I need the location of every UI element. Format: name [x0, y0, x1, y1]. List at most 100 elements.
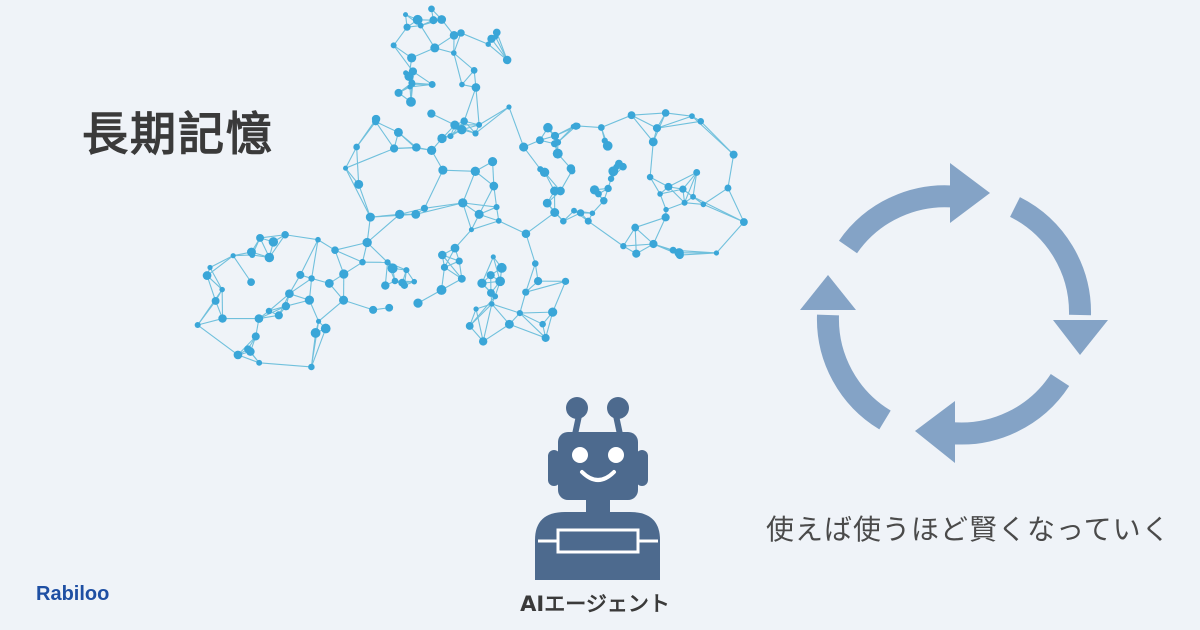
network-edge	[557, 126, 574, 143]
network-node	[487, 34, 496, 43]
network-node	[600, 196, 608, 205]
arrow-head-left	[800, 275, 856, 310]
network-node	[477, 278, 487, 288]
network-node	[393, 127, 403, 137]
network-node	[689, 113, 695, 120]
network-edge	[453, 52, 475, 71]
network-node	[506, 104, 512, 110]
network-node	[274, 311, 283, 320]
network-node	[385, 303, 394, 312]
network-node	[450, 120, 460, 130]
network-edge	[268, 293, 290, 312]
network-node	[381, 281, 390, 290]
network-edge	[623, 243, 654, 247]
network-edge	[469, 295, 496, 327]
network-edge	[299, 239, 319, 276]
network-node	[550, 131, 560, 140]
network-edge	[496, 32, 508, 61]
network-node	[674, 248, 684, 258]
network-edge	[491, 38, 508, 61]
network-node	[369, 305, 378, 314]
network-edge	[631, 114, 654, 143]
network-node	[296, 270, 305, 279]
cycle-caption: 使えば使うほど賢くなっていく	[766, 513, 1171, 546]
network-node	[681, 199, 688, 206]
network-edge	[475, 106, 510, 134]
network-node	[631, 223, 640, 232]
network-node	[495, 276, 506, 287]
network-node	[308, 275, 315, 282]
network-node	[739, 218, 748, 226]
arrow-head-bottom	[915, 401, 955, 463]
network-node	[233, 350, 243, 360]
network-node	[394, 209, 405, 219]
network-node	[465, 322, 474, 330]
network-node	[247, 247, 256, 257]
network-edge	[423, 169, 444, 209]
network-node	[398, 278, 407, 287]
network-node	[496, 262, 507, 273]
network-node	[447, 133, 454, 140]
network-node	[574, 122, 581, 130]
network-node	[420, 204, 429, 212]
network-node	[247, 278, 255, 286]
network-node	[411, 278, 418, 285]
network-node	[457, 274, 466, 283]
network-node	[251, 332, 260, 341]
network-edge	[482, 323, 510, 342]
network-edge	[519, 312, 543, 325]
network-node	[407, 53, 417, 63]
network-node	[304, 295, 315, 305]
network-edge	[393, 45, 414, 72]
network-node	[478, 337, 488, 346]
network-node	[230, 253, 236, 259]
network-edge	[587, 220, 624, 247]
network-edge	[206, 255, 234, 276]
network-edge	[659, 188, 684, 195]
network-edge	[345, 147, 395, 169]
network-node	[281, 301, 291, 311]
network-node	[632, 249, 641, 258]
network-node	[394, 88, 403, 97]
network-node	[533, 277, 543, 286]
network-edge	[453, 52, 463, 85]
network-edge	[552, 281, 567, 313]
network-node	[602, 140, 613, 151]
network-edge	[727, 154, 735, 189]
network-node	[308, 363, 315, 371]
network-node	[724, 184, 732, 192]
network-node	[663, 206, 669, 213]
network-edge	[635, 216, 666, 229]
network-node	[440, 263, 449, 271]
network-node	[343, 165, 349, 171]
network-node	[403, 12, 409, 18]
network-edge	[209, 255, 234, 269]
network-edge	[665, 202, 685, 211]
network-edge	[206, 275, 217, 302]
network-edge	[652, 217, 667, 245]
network-edge	[462, 171, 476, 204]
network-node	[246, 347, 255, 356]
network-edge	[649, 141, 654, 178]
network-edge	[631, 114, 658, 129]
network-node	[584, 217, 592, 225]
network-node	[365, 212, 375, 222]
network-node	[359, 258, 366, 266]
network-node	[620, 242, 627, 250]
network-edge	[197, 324, 239, 356]
network-node	[202, 271, 212, 280]
network-edge	[424, 202, 463, 209]
network-edge	[727, 187, 745, 223]
network-node	[404, 71, 414, 82]
network-edge	[498, 220, 527, 235]
network-edge	[462, 202, 472, 230]
network-node	[427, 109, 436, 118]
network-node	[649, 239, 658, 249]
network-edge	[232, 255, 252, 283]
network-node	[194, 322, 201, 329]
network-node	[607, 175, 615, 182]
network-edge	[375, 121, 395, 149]
network-edge	[475, 308, 484, 342]
network-node	[417, 22, 424, 29]
network-node	[502, 55, 512, 65]
